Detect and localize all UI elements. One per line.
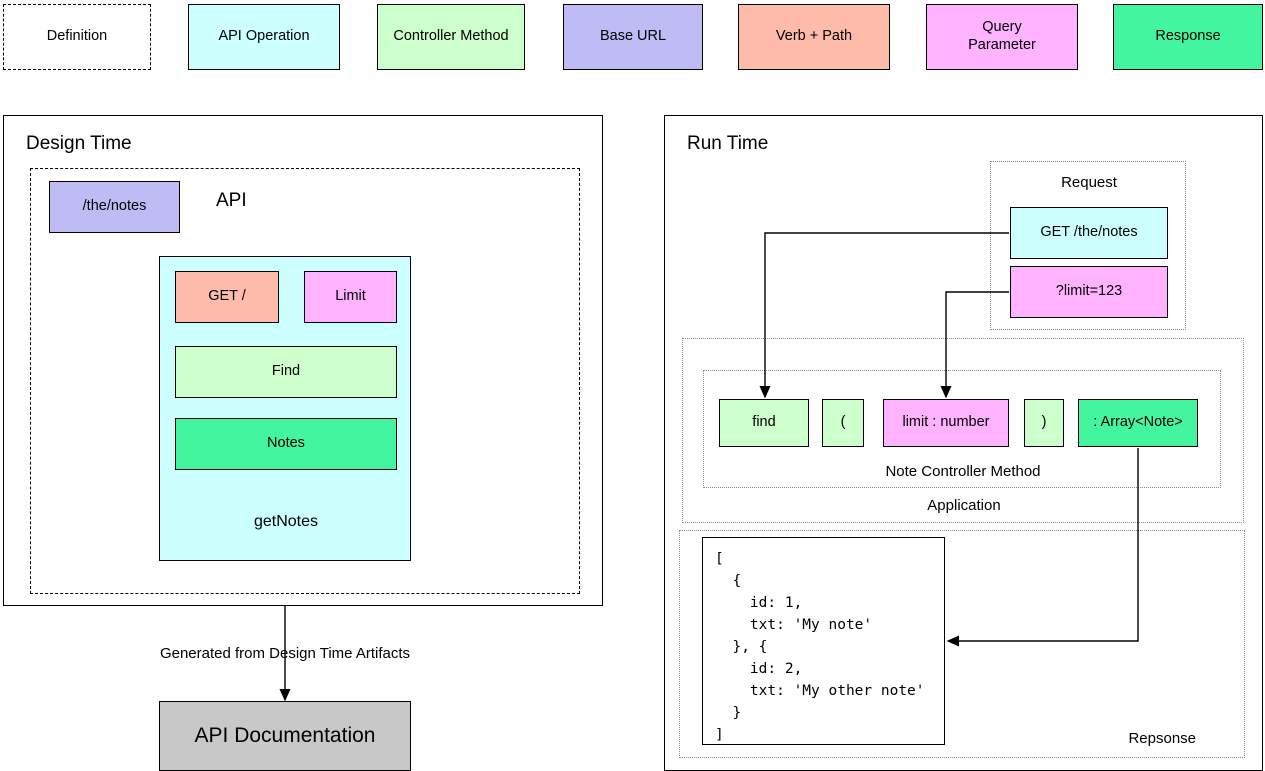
note-controller-method-label: Note Controller Method xyxy=(885,463,1041,480)
design-base-url-box: /the/notes xyxy=(49,181,180,233)
request-query-label: ?limit=123 xyxy=(1055,283,1123,300)
response-type-label: Notes xyxy=(267,435,305,452)
legend-label-response: Response xyxy=(1155,28,1221,45)
query-parameter-label: Limit xyxy=(335,288,366,305)
api-definition-region xyxy=(30,168,580,594)
legend-label-verb-path: Verb + Path xyxy=(775,28,853,45)
method-token-close-paren-label: ) xyxy=(1041,414,1047,431)
legend-item-base-url: Base URL xyxy=(563,4,703,70)
legend-label-api-operation: API Operation xyxy=(218,28,310,45)
api-region-label: API xyxy=(216,190,247,211)
legend-label-definition: Definition xyxy=(46,28,108,45)
request-query-box: ?limit=123 xyxy=(1010,266,1168,318)
design-time-title: Design Time xyxy=(26,133,132,154)
method-token-open-paren-label: ( xyxy=(840,414,846,431)
response-payload-box: [ { id: 1, txt: 'My note' }, { id: 2, tx… xyxy=(702,537,945,745)
application-region-label: Application xyxy=(927,497,1001,514)
legend-label-controller-method: Controller Method xyxy=(393,28,509,45)
method-token-limit-param: limit : number xyxy=(883,399,1009,447)
method-token-find: find xyxy=(719,399,809,447)
legend-item-definition: Definition xyxy=(3,4,151,70)
legend-label-query-parameter-line2: Parameter xyxy=(968,37,1036,53)
method-token-limit-param-label: limit : number xyxy=(902,414,990,431)
api-documentation-box: API Documentation xyxy=(159,701,411,771)
legend-item-api-operation: API Operation xyxy=(188,4,340,70)
api-operation-box: GET / Limit Find Notes getNotes xyxy=(159,256,411,561)
legend-item-controller-method: Controller Method xyxy=(377,4,525,70)
controller-method-label: Find xyxy=(271,363,301,380)
method-token-close-paren: ) xyxy=(1024,399,1064,447)
api-operation-name: getNotes xyxy=(253,513,319,530)
method-token-return-type-label: : Array<Note> xyxy=(1093,414,1183,431)
controller-method-box: Find xyxy=(175,346,397,398)
legend-label-query-parameter-line1: Query xyxy=(982,19,1022,36)
legend-item-verb-path: Verb + Path xyxy=(738,4,890,70)
response-region-label: Repsonse xyxy=(1128,730,1196,747)
request-region-label: Request xyxy=(1061,174,1117,191)
request-url-label: GET /the/notes xyxy=(1040,224,1138,241)
run-time-title: Run Time xyxy=(687,133,769,154)
generated-from-note: Generated from Design Time Artifacts xyxy=(159,645,411,662)
request-url-box: GET /the/notes xyxy=(1010,207,1168,259)
legend-item-query-parameter: Query Parameter xyxy=(926,4,1078,70)
legend-item-response: Response xyxy=(1113,4,1263,70)
verb-path-box: GET / xyxy=(175,271,279,323)
method-token-open-paren: ( xyxy=(822,399,864,447)
design-base-url-label: /the/notes xyxy=(82,198,147,215)
api-documentation-label: API Documentation xyxy=(194,724,376,747)
verb-path-label: GET / xyxy=(208,288,246,305)
query-parameter-box: Limit xyxy=(304,271,397,323)
legend-label-base-url: Base URL xyxy=(599,28,667,45)
method-token-return-type: : Array<Note> xyxy=(1078,399,1198,447)
method-token-find-label: find xyxy=(752,414,776,431)
response-type-box: Notes xyxy=(175,418,397,470)
